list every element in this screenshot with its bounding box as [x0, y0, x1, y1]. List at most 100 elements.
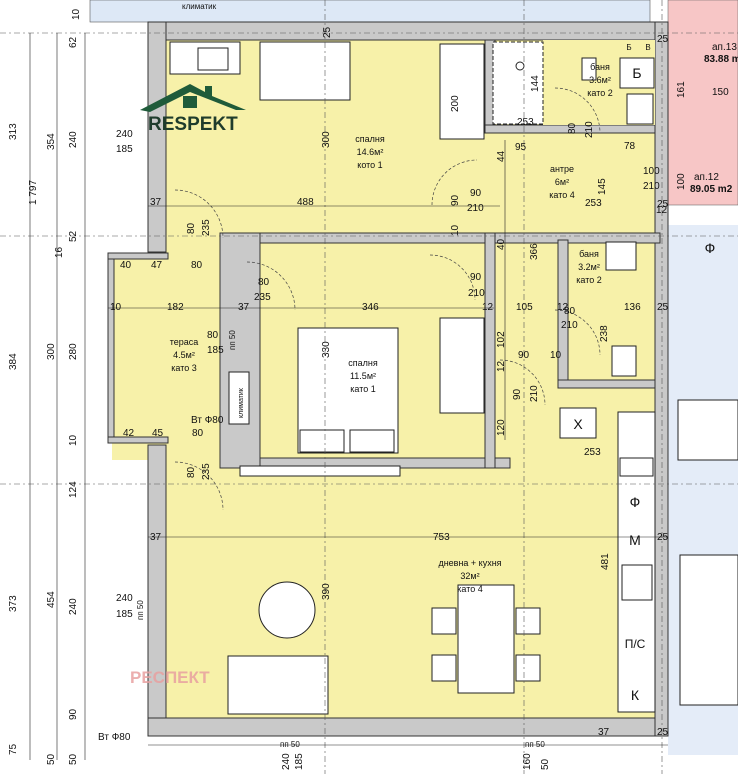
dim-bed2-l: 12 — [496, 360, 507, 372]
dims-left-outer: 313 1 797 384 373 75 — [8, 123, 39, 755]
room-bath2-name: баня — [579, 249, 599, 259]
terrace-rail-bottom — [107, 436, 169, 444]
dim-bath1-h: 95 — [515, 142, 527, 153]
dim-left-sub-6: 10 — [68, 434, 79, 446]
dim-bath1-e: 161 — [676, 81, 687, 98]
pp50-right-label: пп 50 — [525, 740, 545, 749]
room-bath1-floor: като 2 — [587, 88, 612, 98]
terrace-rail-top — [107, 252, 169, 260]
neighbor-table — [677, 399, 738, 461]
dim-hall-a: 90 — [470, 188, 482, 199]
dim-bath1-c: 80 — [567, 122, 578, 134]
dim-left-outer-4: 373 — [8, 595, 19, 612]
dim-bath1-i: 44 — [496, 150, 507, 162]
door-arc-living — [174, 461, 224, 511]
dim-left-inner-1: 354 — [46, 133, 57, 150]
dim-left-outer-1: 313 — [8, 123, 19, 140]
watermark-text: РЕСПЕКТ — [130, 668, 210, 687]
dim-living-c: 481 — [600, 553, 611, 570]
dim-bath1-g: 78 — [624, 141, 636, 152]
bath-v-icon: В — [645, 43, 650, 52]
door-arc-bath2 — [554, 309, 601, 356]
pp50-left-label: пп 50 — [280, 740, 300, 749]
dim-bath2-e: 105 — [516, 302, 533, 313]
dim-living-i: 80 — [186, 466, 197, 478]
living-round-table — [258, 581, 316, 639]
dining-chair-3 — [515, 607, 541, 635]
bed2-pillow-left — [299, 429, 345, 453]
wall-bottom — [147, 717, 669, 737]
dim-terrace-g: 185 — [207, 345, 224, 356]
door-arc-bed1 — [174, 189, 224, 239]
respekt-logo: RESPEKT — [140, 84, 246, 135]
dim-bottom-6: 25 — [657, 727, 669, 738]
bath1-shower — [492, 41, 544, 125]
bed2-pillow-right — [349, 429, 395, 453]
room-bath1-area: 3.6м² — [589, 75, 611, 85]
dining-chair-1 — [431, 607, 457, 635]
dim-terrace-a: 40 — [120, 260, 132, 271]
bath2-toilet — [611, 345, 637, 377]
dim-hall-e: 253 — [585, 198, 602, 209]
neighbor-ap12-area: 89.05 m2 — [690, 184, 733, 195]
dim-left-outer-3: 384 — [8, 353, 19, 370]
bed2-wardrobe — [439, 317, 485, 414]
dim-bed2-k: 12 — [482, 302, 494, 313]
room-terrace-area: 4.5м² — [173, 350, 195, 360]
dim-bed2-g: 10 — [550, 350, 562, 361]
dim-hall-i: 25 — [657, 199, 669, 210]
room-bed2-area: 11.5м² — [350, 371, 376, 381]
neighbor-sofa — [679, 554, 738, 706]
dim-left-sub-10: 50 — [68, 753, 79, 765]
dim-bath1-b: 253 — [517, 117, 534, 128]
dim-bed2-i: 210 — [529, 385, 540, 402]
dim-living-f: 25 — [657, 532, 669, 543]
dim-terrace-c: 80 — [191, 260, 203, 271]
room-bath2-floor: като 2 — [576, 275, 601, 285]
room-bed2-floor: като 1 — [350, 384, 375, 394]
dim-bed2-h: 90 — [512, 388, 523, 400]
wall-interior-mid — [219, 232, 661, 244]
room-bed1-floor: кото 1 — [357, 160, 382, 170]
kitchen-ps-icon: П/С — [625, 637, 646, 651]
dim-bed2-c: 90 — [470, 272, 482, 283]
dim-living-j: 235 — [201, 463, 212, 480]
dim-left-sub-2: 240 — [68, 131, 79, 148]
neighbor-ap12-name: ап.12 — [694, 172, 719, 183]
dim-living-d: 253 — [584, 447, 601, 458]
terrace-rail-left — [107, 252, 115, 444]
bath1-toilet — [581, 57, 597, 81]
wall-left-top — [147, 21, 167, 253]
dining-chair-2 — [431, 654, 457, 682]
door-arc-bath1 — [554, 87, 601, 134]
dim-top-2: 10 — [71, 8, 82, 20]
room-hall-floor: като 4 — [549, 190, 574, 200]
dim-bed1-wardrobe: 200 — [450, 95, 461, 112]
neighbor-top-area — [89, 0, 651, 23]
dim-terrace-d: 182 — [167, 302, 184, 313]
kitchen-counter — [617, 411, 656, 713]
dim-bottom-4: 50 — [540, 758, 551, 770]
dim-living-g: 240 — [116, 593, 133, 604]
dim-bath2-c: 136 — [624, 302, 641, 313]
logo-window-icon — [183, 96, 197, 108]
door-arc-hall — [431, 159, 478, 206]
klimatik-terrace-label: климатик — [238, 387, 245, 418]
dim-left-sub-3: 52 — [68, 230, 79, 242]
dim-top-3: 25 — [657, 34, 669, 45]
dim-bed2-f: 90 — [518, 350, 530, 361]
dining-table — [457, 584, 515, 694]
dim-terrace-k: 10 — [110, 302, 122, 313]
bath1-boiler — [619, 57, 655, 89]
dim-left-sub-1: 62 — [68, 36, 79, 48]
room-bath1-name: баня — [590, 62, 610, 72]
dim-left-inner-2: 300 — [46, 343, 57, 360]
bed1-wardrobe — [439, 43, 485, 140]
room-living-name: дневна + кухня — [438, 558, 501, 568]
room-bed2-name: спалня — [348, 358, 378, 368]
dim-bed1-bottom: 488 — [297, 197, 314, 208]
dim-hall-h: 100 — [676, 173, 687, 190]
dim-left-sub-9: 90 — [68, 708, 79, 720]
kitchen-m-icon: М — [629, 532, 641, 548]
neighbor-apartment-13 — [667, 0, 738, 206]
